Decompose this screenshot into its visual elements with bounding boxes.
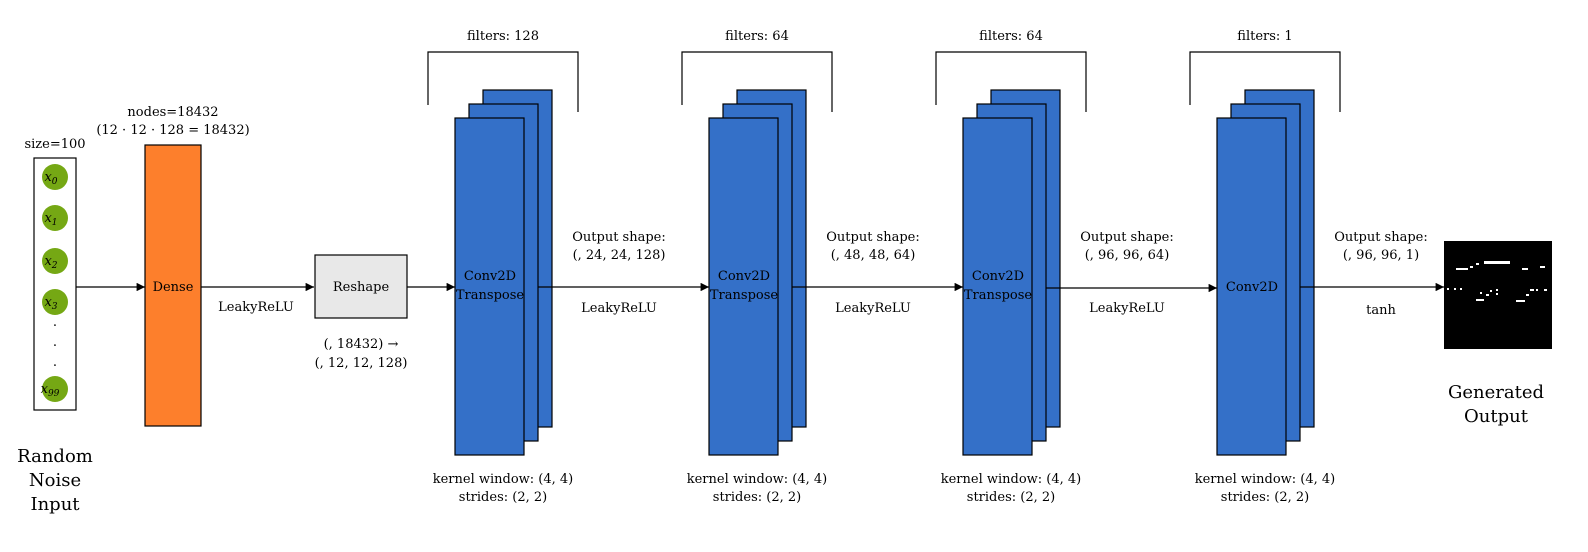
dense-layer: nodes=18432 (12 · 12 · 128 = 18432) Dens…	[96, 105, 250, 427]
conv-label-line: Conv2D	[972, 269, 1024, 284]
output-shape-value: (, 24, 24, 128)	[573, 248, 666, 263]
reshape-shape-line: (, 18432) →	[324, 337, 399, 352]
strides-label: strides: (2, 2)	[1221, 490, 1309, 505]
conv-block: filters: 64 Conv2D Transpose kernel wind…	[681, 29, 833, 505]
output-shape-title: Output shape:	[1080, 230, 1174, 245]
input-node: x3	[42, 289, 68, 315]
ellipsis-dot: .	[53, 315, 57, 330]
output-shape-title: Output shape:	[826, 230, 920, 245]
node-var: x	[41, 382, 49, 397]
node-subscript: 0	[52, 177, 58, 187]
node-circle	[42, 164, 68, 190]
filters-label: filters: 1	[1237, 29, 1292, 44]
node-var: x	[44, 211, 52, 226]
kernel-label: kernel window: (4, 4)	[687, 472, 828, 487]
node-circle	[42, 376, 68, 402]
conv-block: filters: 1 Conv2D kernel window: (4, 4) …	[1189, 29, 1341, 505]
conv-label-line: Conv2D	[464, 269, 516, 284]
svg-text:x3: x3	[44, 295, 57, 312]
dense-activation-label: LeakyReLU	[218, 300, 294, 315]
generated-image-pixels	[1447, 261, 1547, 302]
ellipsis-dot: .	[53, 335, 57, 350]
filters-bracket	[427, 51, 579, 112]
filters-bracket	[681, 51, 833, 112]
svg-text:x99: x99	[41, 382, 60, 399]
kernel-label: kernel window: (4, 4)	[941, 472, 1082, 487]
activation-label: tanh	[1366, 303, 1396, 318]
input-caption-line: Noise	[29, 470, 81, 491]
svg-text:x2: x2	[44, 254, 57, 271]
feature-map-front	[1216, 117, 1287, 456]
conv-label-line: Transpose	[456, 288, 524, 303]
filters-bracket	[1189, 51, 1341, 112]
activation-label: LeakyReLU	[835, 301, 911, 316]
ellipsis-dot: .	[53, 355, 57, 370]
conv-block: filters: 64 Conv2D Transpose kernel wind…	[935, 29, 1087, 505]
conv-label-line: Conv2D	[718, 269, 770, 284]
conv-label-line: Transpose	[710, 288, 778, 303]
node-circle	[42, 205, 68, 231]
input-node: x0	[42, 164, 68, 190]
kernel-label: kernel window: (4, 4)	[1195, 472, 1336, 487]
svg-text:x1: x1	[44, 211, 57, 228]
activation-label: LeakyReLU	[581, 301, 657, 316]
reshape-block	[314, 254, 408, 319]
activation-label: LeakyReLU	[1089, 301, 1165, 316]
input-layer: size=100 x0 x1 x2 x3 . . . x99 Random No…	[17, 137, 93, 515]
strides-label: strides: (2, 2)	[713, 490, 801, 505]
generated-output: Generated Output	[1444, 241, 1552, 427]
output-shape-title: Output shape:	[572, 230, 666, 245]
node-circle	[42, 248, 68, 274]
input-caption-line: Random	[17, 446, 93, 467]
node-var: x	[44, 170, 52, 185]
filters-label: filters: 64	[979, 29, 1043, 44]
dense-nodes-label: nodes=18432	[127, 105, 218, 120]
output-caption-line: Generated	[1448, 382, 1544, 403]
conv-label-line: Conv2D	[1226, 280, 1278, 295]
reshape-label: Reshape	[333, 280, 390, 295]
node-subscript: 1	[52, 218, 58, 228]
filters-bracket	[935, 51, 1087, 112]
output-shape-value: (, 96, 96, 64)	[1085, 248, 1170, 263]
svg-text:x0: x0	[44, 170, 57, 187]
reshape-shape-line: (, 12, 12, 128)	[315, 356, 408, 371]
node-subscript: 3	[52, 302, 58, 312]
feature-map-front	[454, 117, 525, 456]
input-node: x2	[42, 248, 68, 274]
node-circle	[42, 289, 68, 315]
input-node: x99	[41, 376, 68, 402]
reshape-layer: Reshape (, 18432) → (, 12, 12, 128)	[314, 254, 408, 371]
filters-label: filters: 128	[467, 29, 539, 44]
strides-label: strides: (2, 2)	[967, 490, 1055, 505]
node-subscript: 99	[48, 389, 60, 399]
node-var: x	[44, 295, 52, 310]
dense-label: Dense	[153, 280, 194, 295]
node-var: x	[44, 254, 52, 269]
input-vector-box	[33, 157, 77, 411]
input-node: x1	[42, 205, 68, 231]
conv-label-line: Transpose	[964, 288, 1032, 303]
dense-calc-label: (12 · 12 · 128 = 18432)	[96, 123, 249, 138]
output-shape-value: (, 48, 48, 64)	[831, 248, 916, 263]
output-caption-line: Output	[1464, 406, 1529, 427]
conv-block: filters: 128 Conv2D Transpose kernel win…	[427, 29, 579, 505]
filters-label: filters: 64	[725, 29, 789, 44]
output-shape-value: (, 96, 96, 1)	[1343, 248, 1419, 263]
dense-block	[144, 144, 202, 427]
output-shape-title: Output shape:	[1334, 230, 1428, 245]
input-caption-line: Input	[30, 494, 80, 515]
kernel-label: kernel window: (4, 4)	[433, 472, 574, 487]
feature-map-front	[962, 117, 1033, 456]
feature-map-front	[708, 117, 779, 456]
strides-label: strides: (2, 2)	[459, 490, 547, 505]
input-size-label: size=100	[24, 137, 85, 152]
node-subscript: 2	[51, 261, 58, 271]
